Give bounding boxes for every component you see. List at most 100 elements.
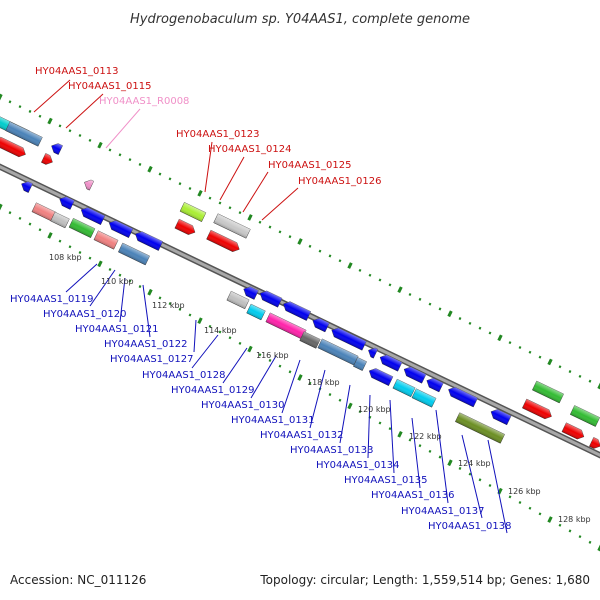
gene-feature [455, 412, 505, 444]
track-dot [578, 535, 582, 539]
track-dot [197, 317, 203, 325]
track-dot [97, 260, 103, 268]
kbp-tick-labels: 108 kbp 110 kbp 112 kbp 114 kbp 116 kbp … [49, 253, 591, 524]
track-dot [288, 370, 292, 374]
track-dot [197, 189, 203, 197]
gene-label[interactable]: HY04AAS1_0130 [201, 400, 284, 411]
track-dot [18, 105, 22, 109]
gene-feature [312, 317, 330, 333]
track-dot [368, 273, 372, 277]
track-dot [238, 341, 242, 345]
gene-shade [426, 378, 444, 392]
track-dot [568, 529, 572, 533]
track-dot [347, 402, 353, 410]
track-dot [597, 544, 600, 552]
gene-feature [392, 378, 416, 398]
gene-label[interactable]: HY04AAS1_0138 [428, 521, 511, 532]
tick-label: 128 kbp [558, 515, 591, 524]
track-dot [468, 321, 472, 325]
leader-line [89, 269, 116, 307]
gene-feature [206, 229, 240, 252]
gene-shade [404, 366, 427, 384]
gene-shade [561, 422, 584, 440]
gene-shade [174, 219, 196, 235]
gene-label[interactable]: HY04AAS1_0132 [260, 430, 343, 441]
tick-label: 126 kbp [508, 487, 541, 496]
gene-label[interactable]: HY04AAS1_0124 [208, 144, 291, 155]
gene-feature [179, 202, 207, 222]
track-dot [78, 250, 82, 254]
gene-shade [59, 196, 75, 210]
track-dot [247, 345, 253, 353]
track-dot [428, 449, 432, 453]
track-dot [418, 297, 422, 301]
gene-label[interactable]: HY04AAS1_0136 [371, 490, 454, 501]
gene-label[interactable]: HY04AAS1_0121 [75, 324, 158, 335]
track-dot [68, 129, 72, 133]
gene-feature [68, 218, 96, 238]
gene-feature [84, 179, 95, 191]
track-dot [297, 374, 303, 381]
leader-line [219, 156, 245, 201]
track-dot [418, 444, 422, 448]
tick-label: 116 kbp [256, 351, 289, 360]
tick-label: 124 kbp [458, 459, 491, 468]
gene-feature [59, 196, 75, 210]
track-dot [347, 262, 353, 269]
track-dot [378, 421, 382, 425]
track-dot [168, 177, 172, 181]
gene-label[interactable]: HY04AAS1_0113 [35, 66, 118, 77]
track-dot [28, 109, 32, 113]
gene-feature [403, 366, 427, 384]
track-dot [58, 124, 62, 128]
track-dot [128, 279, 132, 283]
gene-shade [448, 387, 478, 408]
gene-label[interactable]: HY04AAS1_0127 [110, 354, 193, 365]
track-dot [218, 201, 222, 205]
dotted-track-upper [0, 93, 600, 390]
track-dot [388, 427, 392, 431]
gene-label[interactable]: HY04AAS1_0129 [171, 385, 254, 396]
gene-label[interactable]: HY04AAS1_0123 [176, 129, 259, 140]
gene-shade [246, 304, 266, 320]
track-dot [18, 216, 22, 220]
track-dot [538, 355, 542, 359]
gene-shade [180, 202, 206, 222]
gene-label[interactable]: HY04AAS1_0125 [268, 160, 351, 171]
leader-line [435, 409, 449, 504]
track-dot [28, 222, 32, 226]
gene-label[interactable]: HY04AAS1_0131 [231, 415, 314, 426]
gene-shade [21, 181, 33, 193]
gene-label[interactable]: HY04AAS1_0134 [316, 460, 399, 471]
gene-feature [299, 331, 321, 349]
gene-label[interactable]: HY04AAS1_0135 [344, 475, 427, 486]
gene-label[interactable]: HY04AAS1_0119 [10, 294, 93, 305]
tick-label: 122 kbp [409, 432, 442, 441]
gene-shade [369, 368, 393, 386]
forward-gene-labels: HY04AAS1_0113 HY04AAS1_0115 HY04AAS1_R00… [35, 66, 381, 187]
leader-line [193, 319, 197, 353]
reverse-gene-labels: HY04AAS1_0119 HY04AAS1_0120 HY04AAS1_012… [10, 294, 511, 532]
gene-feature [21, 181, 33, 193]
track-dot [268, 225, 272, 229]
gene-label[interactable]: HY04AAS1_0115 [68, 81, 151, 92]
gene-label[interactable]: HY04AAS1_0126 [298, 176, 381, 187]
gene-shade [109, 220, 133, 238]
gene-feature [118, 242, 150, 266]
track-dot [0, 93, 3, 101]
gene-feature [283, 301, 312, 321]
gene-label[interactable]: HY04AAS1_0120 [43, 309, 126, 320]
gene-feature [0, 136, 26, 158]
gene-label[interactable]: HY04AAS1_0137 [401, 506, 484, 517]
track-dot [238, 211, 242, 215]
gene-feature [368, 347, 379, 359]
gene-shade [226, 291, 250, 309]
rna-label[interactable]: HY04AAS1_R0008 [99, 96, 189, 107]
gene-feature [51, 143, 63, 155]
gene-label[interactable]: HY04AAS1_0133 [290, 445, 373, 456]
track-dot [528, 350, 532, 354]
gene-label[interactable]: HY04AAS1_0122 [104, 339, 187, 350]
track-dot [258, 353, 262, 357]
gene-feature [5, 121, 43, 147]
gene-label[interactable]: HY04AAS1_0128 [142, 370, 225, 381]
